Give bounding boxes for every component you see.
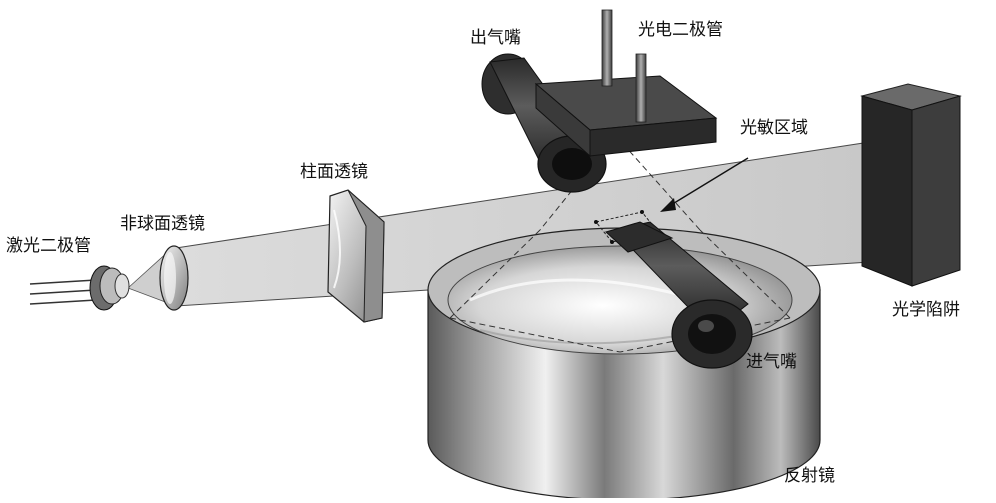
photosensitive-area-leader bbox=[660, 157, 749, 212]
label-aspheric-lens: 非球面透镜 bbox=[120, 214, 205, 234]
photodiode-assembly bbox=[534, 9, 718, 158]
label-cylindrical-lens: 柱面透镜 bbox=[300, 162, 368, 182]
aspheric-lens bbox=[159, 245, 189, 311]
label-photodiode: 光电二极管 bbox=[638, 20, 723, 40]
label-inlet-nozzle: 进气嘴 bbox=[746, 352, 797, 372]
outlet-nozzle bbox=[481, 53, 607, 193]
inlet-nozzle bbox=[605, 221, 753, 369]
label-laser-diode: 激光二极管 bbox=[6, 236, 91, 256]
cylindrical-lens bbox=[327, 189, 385, 323]
label-photosensitive-area: 光敏区域 bbox=[740, 118, 808, 138]
laser-diode bbox=[29, 265, 130, 311]
label-outlet-nozzle: 出气嘴 bbox=[470, 28, 521, 48]
light-trap-box bbox=[860, 83, 962, 287]
label-light-trap: 光学陷阱 bbox=[892, 300, 960, 320]
label-reflector: 反射镜 bbox=[784, 466, 835, 486]
